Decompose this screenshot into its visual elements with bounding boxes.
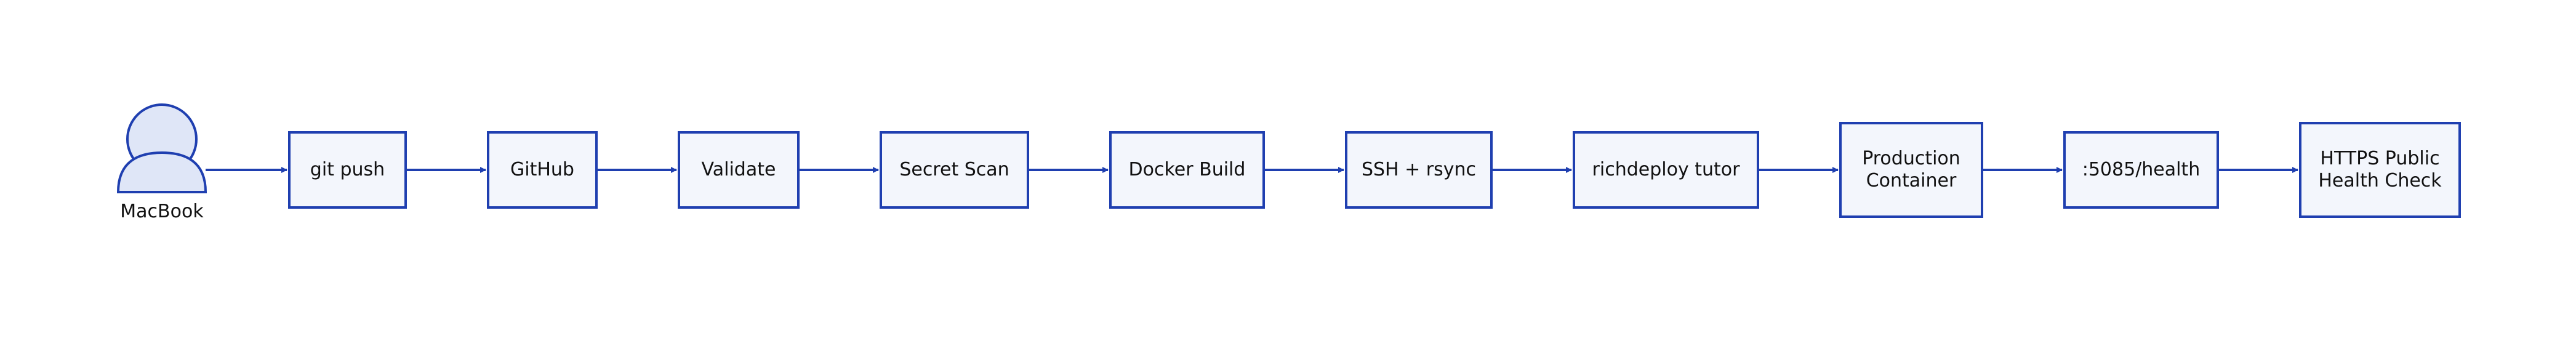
step-https-public-health-check: HTTPS Public Health Check (2299, 122, 2461, 218)
step-git-push: git push (288, 131, 407, 209)
step-validate: Validate (678, 131, 800, 209)
person-icon (116, 103, 207, 193)
step-health-endpoint: :5085/health (2063, 131, 2219, 209)
step-github: GitHub (487, 131, 598, 209)
actor-label: MacBook (120, 201, 204, 222)
step-docker-build: Docker Build (1109, 131, 1265, 209)
step-richdeploy-tutor: richdeploy tutor (1573, 131, 1759, 209)
step-production-container: Production Container (1839, 122, 1983, 218)
step-ssh-rsync: SSH + rsync (1345, 131, 1493, 209)
step-secret-scan: Secret Scan (880, 131, 1029, 209)
